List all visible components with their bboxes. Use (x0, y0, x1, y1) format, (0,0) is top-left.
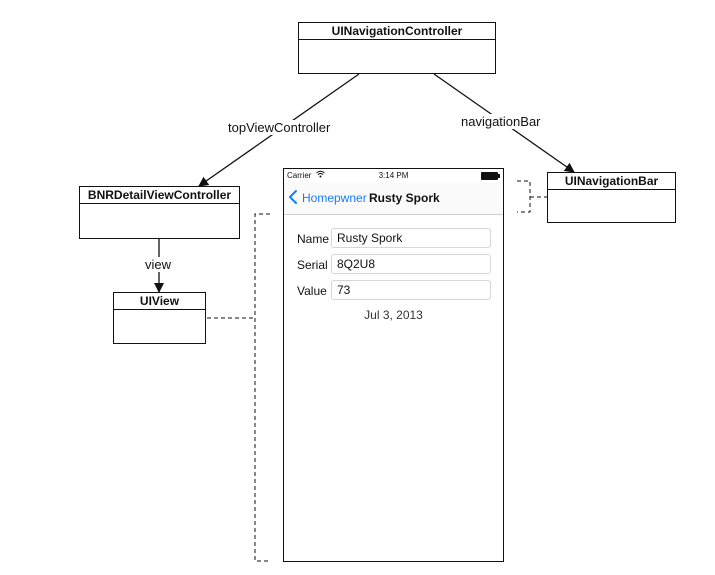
view-bracket (207, 213, 270, 562)
nav-title: Rusty Spork (369, 191, 440, 205)
name-field[interactable]: Rusty Spork (331, 228, 491, 248)
navigation-bar-label: navigationBar (459, 114, 543, 129)
view-label: view (143, 257, 174, 272)
detail-view-controller-box: BNRDetailViewController (79, 186, 240, 239)
back-button[interactable]: Homepwner (302, 191, 367, 205)
battery-icon (481, 172, 500, 180)
phone-screen: Carrier 3:14 PM Homepwner Rusty Spork Na… (283, 168, 504, 562)
top-view-controller-label: topViewController (226, 120, 333, 135)
navigation-controller-box: UINavigationController (298, 22, 496, 74)
status-time: 3:14 PM (378, 171, 409, 180)
chevron-left-icon[interactable] (288, 189, 299, 205)
navigation-bar-name: UINavigationBar (548, 173, 675, 190)
serial-label: Serial (297, 258, 328, 272)
navigation-bar-bracket (517, 180, 547, 213)
wifi-icon (316, 169, 325, 182)
status-bar: Carrier 3:14 PM (284, 169, 503, 183)
value-label: Value (297, 284, 327, 298)
navigation-controller-name: UINavigationController (299, 23, 495, 40)
detail-view-controller-name: BNRDetailViewController (80, 187, 239, 204)
name-label: Name (297, 232, 330, 246)
serial-field[interactable]: 8Q2U8 (331, 254, 491, 274)
value-field[interactable]: 73 (331, 280, 491, 300)
date-label: Jul 3, 2013 (364, 308, 423, 322)
view-name: UIView (114, 293, 205, 310)
view-box: UIView (113, 292, 206, 344)
navigation-bar-box: UINavigationBar (547, 172, 676, 223)
carrier-label: Carrier (287, 171, 312, 180)
nav-bar: Homepwner Rusty Spork (284, 183, 503, 215)
